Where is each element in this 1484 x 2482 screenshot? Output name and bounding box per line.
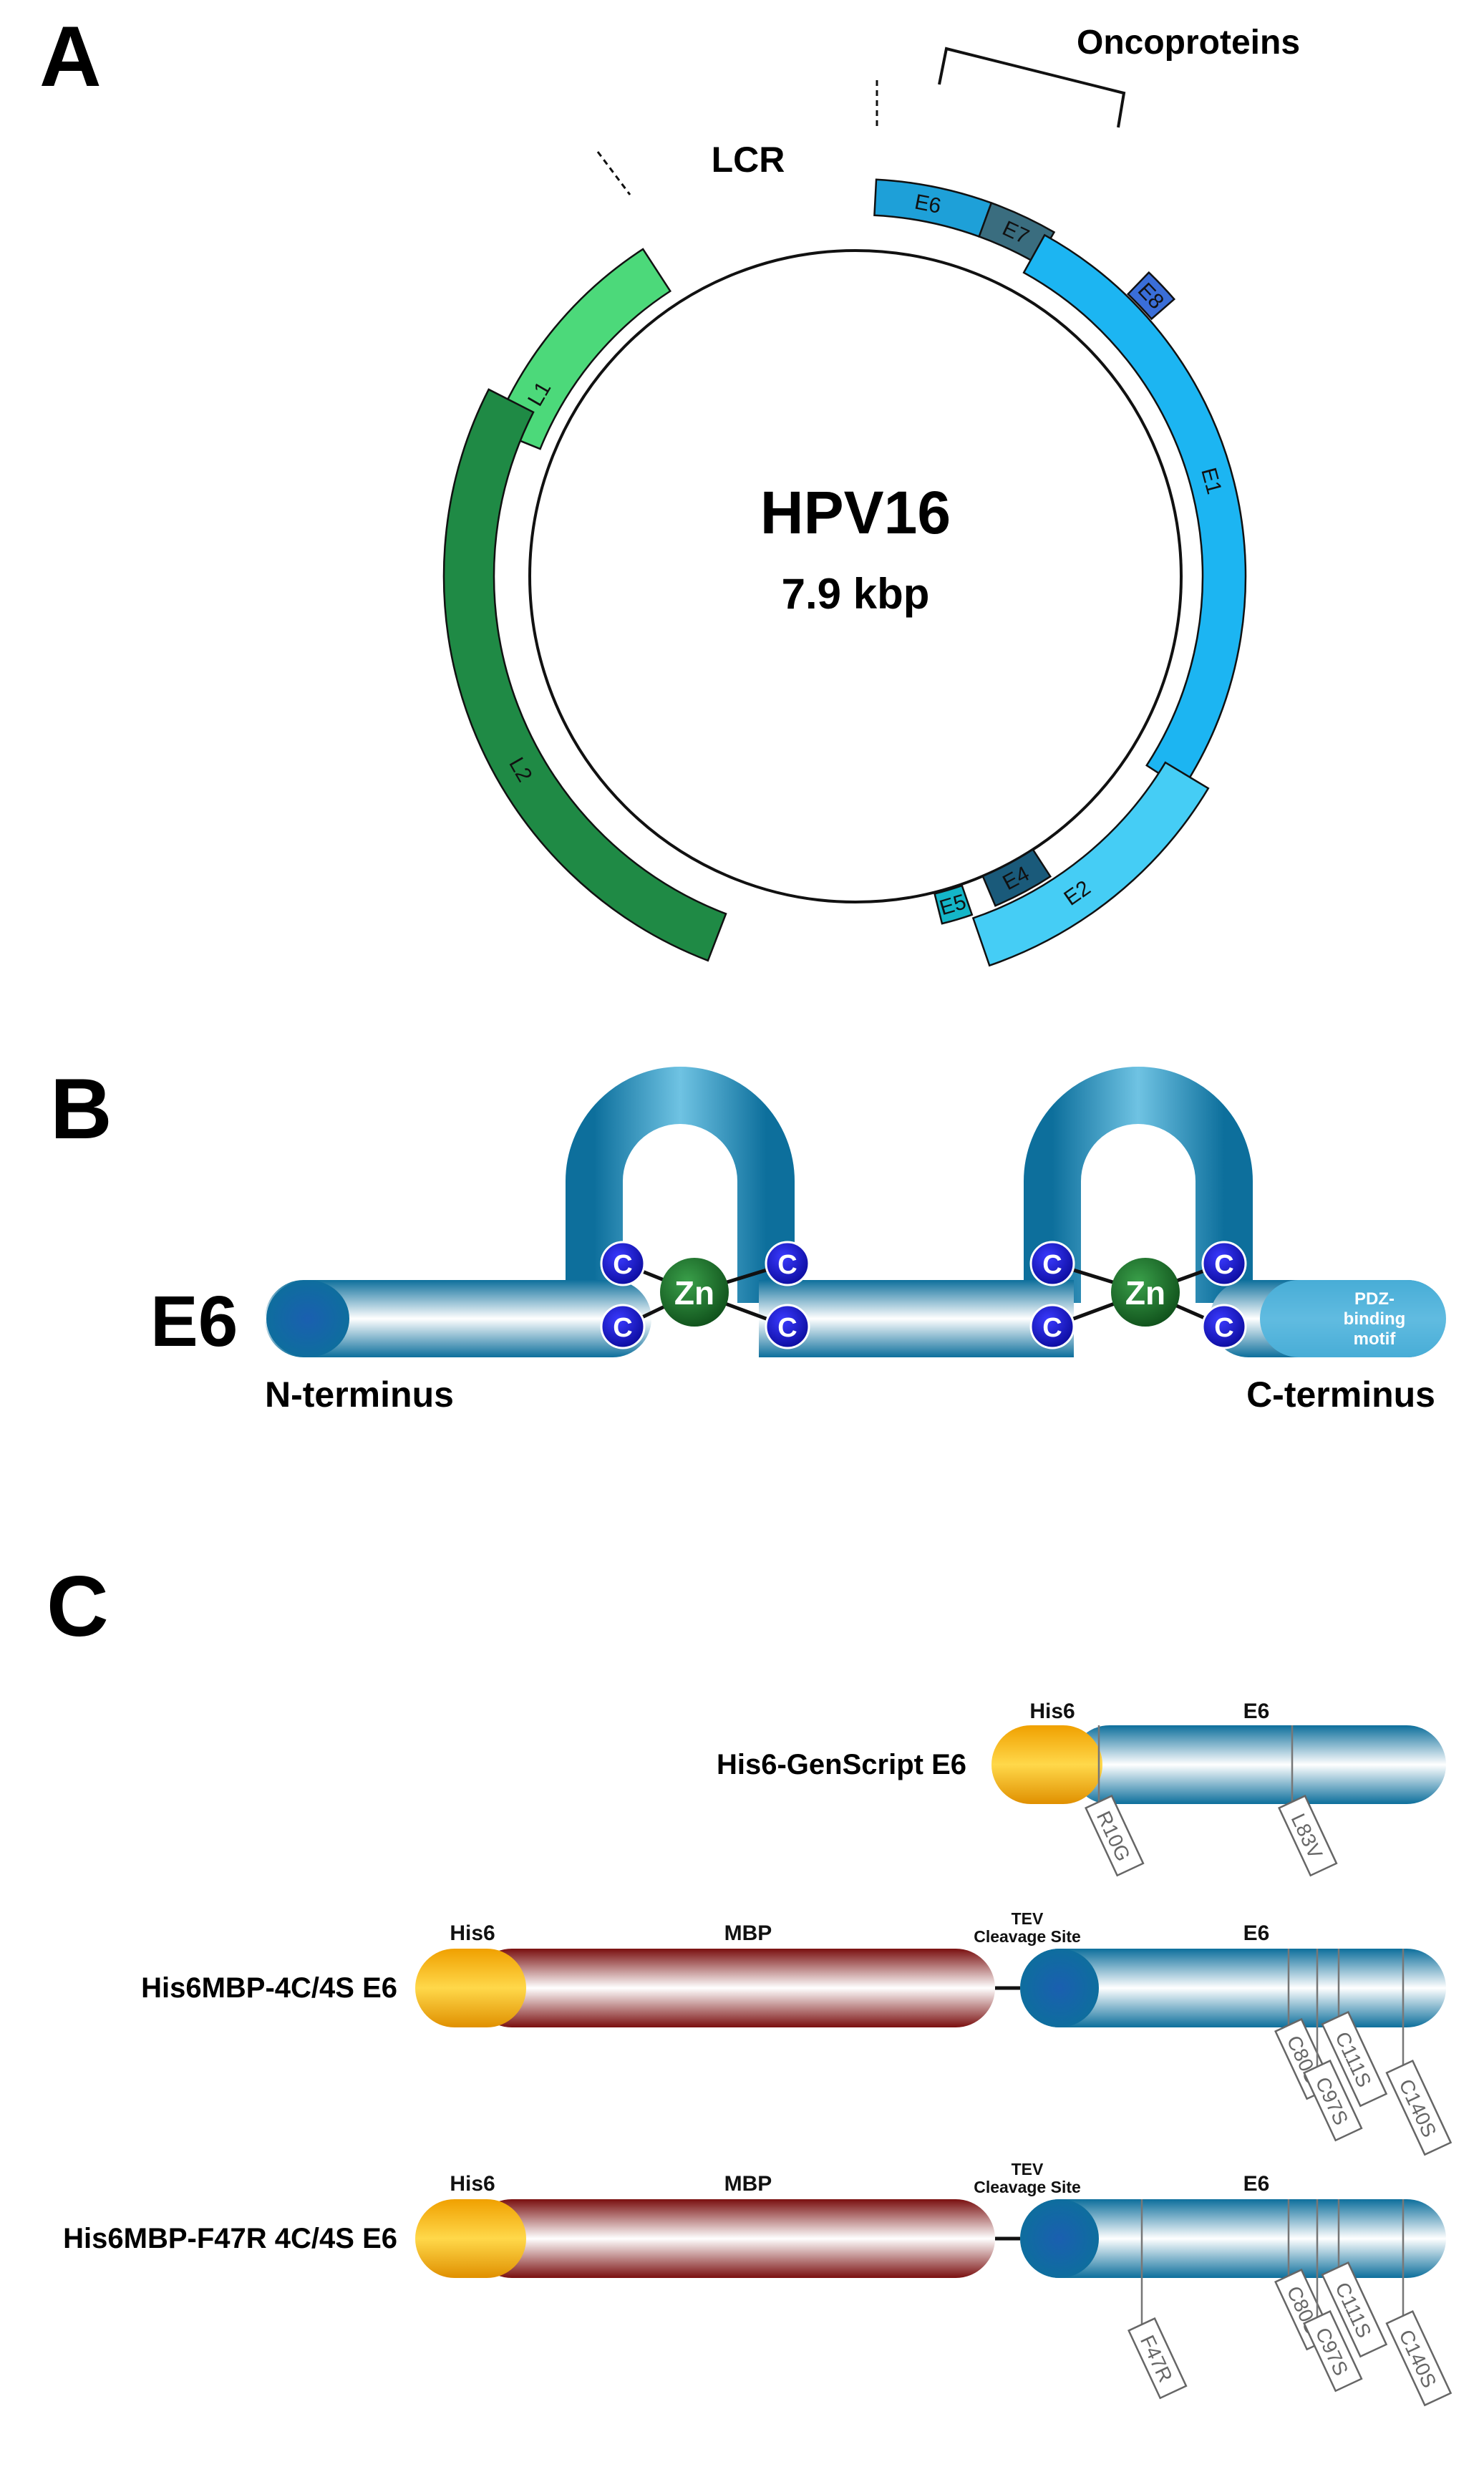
cysteine-label: C [1042,1250,1062,1280]
construct-3-tev-label-1: TEV [1012,2160,1044,2178]
construct-3-mbp-domain [472,2199,995,2278]
mutation-marker: C140S [1385,2309,1453,2407]
mutation-box [1127,2317,1188,2400]
construct-3-his6-label: His6 [450,2172,495,2196]
genome-name: HPV16 [760,479,951,546]
construct-3-e6-cap [1020,2199,1099,2278]
panel-c: C His6-GenScript E6 His6 E6 R10G L83V His… [47,1558,1453,2407]
zinc-label-2: Zn [1125,1274,1165,1312]
zinc-loop-2 [1024,1067,1253,1303]
pdz-label-3: motif [1354,1329,1397,1349]
construct-2-e6-cap [1020,1949,1099,2027]
mutation-box [1278,1794,1338,1877]
construct-1: His6-GenScript E6 His6 E6 R10G L83V [717,1700,1446,1877]
zinc-loop-1 [566,1067,795,1303]
zinc-atom-1 [660,1258,729,1327]
gene-arc-L1 [493,248,672,450]
cysteine-label: C [1214,1313,1233,1343]
gene-arc-E4 [981,848,1052,907]
gene-arc-E1 [1022,233,1247,790]
zinc-label-1: Zn [674,1274,714,1312]
lcr-label: LCR [712,140,785,180]
mutation-marker: C140S [1385,2059,1453,2156]
zinc-finger-2: Zn C C C C [1029,1241,1247,1349]
mutation-box [1085,1794,1145,1877]
panel-a: A HPV16 7.9 kbp LCR Oncoproteins L1L2E6E… [39,9,1300,967]
construct-3-his6-tag [415,2199,526,2278]
e6-n-cap [266,1280,349,1357]
cysteine-label: C [613,1250,632,1280]
panel-b: B PDZ- binding motif Zn C C C C [50,1061,1446,1415]
panel-c-letter: C [47,1558,109,1654]
gene-arc-E8 [1126,271,1176,321]
mutation-box [1385,2309,1453,2407]
gene-arc-L2 [442,388,727,962]
oncoproteins-bracket [938,47,1126,128]
construct-1-e6-domain [1070,1725,1446,1804]
construct-1-name: His6-GenScript E6 [717,1749,966,1780]
e6-segment-mid [759,1280,1074,1357]
mutation-marker: R10G [1085,1794,1145,1877]
e6-segment-n [265,1280,651,1357]
cysteine [765,1304,810,1349]
c-terminus-label: C-terminus [1246,1375,1435,1415]
construct-1-his6-label: His6 [1029,1700,1075,1723]
construct-2-name: His6MBP-4C/4S E6 [141,1972,397,2004]
pdz-label-1: PDZ- [1354,1289,1395,1309]
genome-circle [528,249,1183,903]
gene-arc-E5 [933,884,974,925]
construct-2-his6-label: His6 [450,1921,495,1945]
cysteine [600,1304,646,1349]
mutation-marker: L83V [1278,1794,1338,1877]
construct-2-his6-tag [415,1949,526,2027]
oncoproteins-label: Oncoproteins [1077,24,1300,62]
construct-3: His6MBP-F47R 4C/4S E6 His6 MBP TEV Cleav… [63,2160,1453,2407]
lcr-mark [596,151,631,195]
mutation-marker: F47R [1127,2317,1188,2400]
construct-2-mbp-domain [472,1949,995,2027]
panel-b-letter: B [50,1061,112,1157]
cysteine-label: C [1042,1313,1062,1343]
construct-1-mutations: R10G L83V [1085,1725,1338,1877]
n-terminus-label: N-terminus [265,1375,454,1415]
cysteine [1029,1304,1075,1349]
genome-size: 7.9 kbp [782,570,930,618]
construct-3-tev-label-2: Cleavage Site [974,2178,1081,2196]
construct-2-tev-label-2: Cleavage Site [974,1927,1081,1946]
construct-2-e6-label: E6 [1243,1921,1270,1945]
cysteine [1201,1241,1247,1286]
cysteine-label: C [777,1313,797,1343]
zinc-atom-2 [1111,1258,1180,1327]
mutation-box [1321,2261,1388,2358]
zinc-finger-1: Zn C C C C [600,1241,810,1349]
mutation-box [1303,2309,1363,2393]
construct-3-name: His6MBP-F47R 4C/4S E6 [63,2223,397,2254]
mutation-box [1385,2059,1453,2156]
cysteine-label: C [1214,1250,1233,1280]
cysteine-label: C [777,1250,797,1280]
construct-2-mbp-label: MBP [724,1921,772,1945]
protein-name: E6 [150,1281,238,1362]
construct-3-e6-label: E6 [1243,2172,1270,2196]
construct-2: His6MBP-4C/4S E6 His6 MBP TEV Cleavage S… [141,1909,1453,2156]
construct-3-mbp-label: MBP [724,2172,772,2196]
cysteine [765,1241,810,1286]
mutation-box [1321,2010,1388,2108]
cysteine-label: C [613,1313,632,1343]
pdz-region [1260,1280,1446,1357]
cysteine [600,1241,646,1286]
construct-2-tev-label-1: TEV [1012,1909,1044,1928]
mutation-box [1303,2059,1363,2142]
cysteine [1029,1241,1075,1286]
pdz-label-2: binding [1344,1309,1406,1329]
cysteine [1201,1304,1247,1349]
construct-1-e6-label: E6 [1243,1700,1270,1723]
gene-arc-E2 [971,761,1210,967]
gene-label-E6: E6 [913,190,943,218]
panel-a-letter: A [39,9,102,105]
construct-1-his6-tag [991,1725,1102,1804]
